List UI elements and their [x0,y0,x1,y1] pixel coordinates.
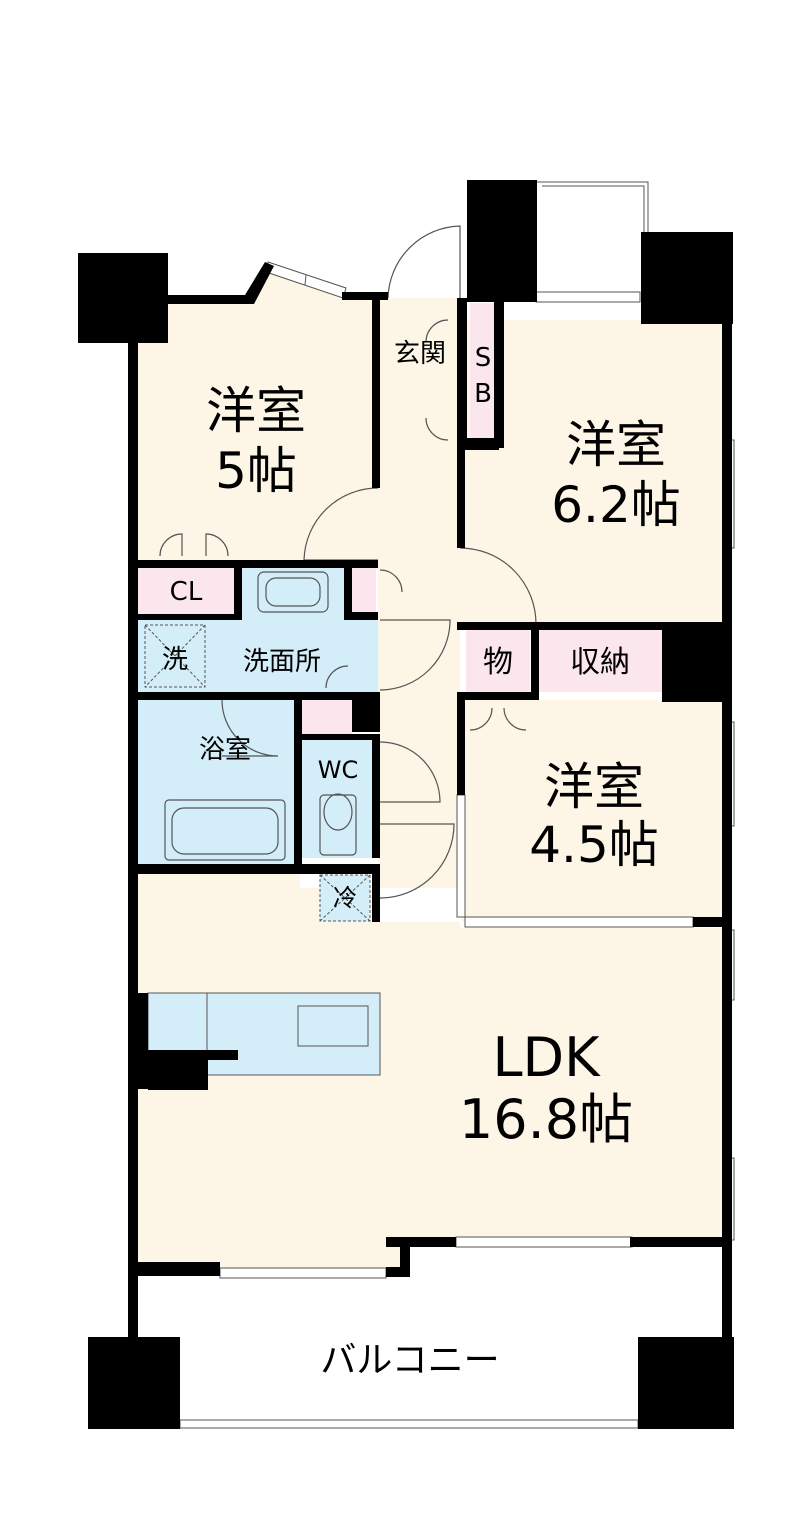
floor-shoe-box [470,303,496,445]
label-toilet: WC [318,756,359,784]
room-name-western-6-2: 洋室 [566,416,666,474]
pillar [638,1337,734,1429]
label-bathroom: 浴室 [199,735,251,765]
pillar [662,622,732,702]
room-size-western-6-2: 6.2帖 [551,476,681,534]
pillar [88,1337,180,1429]
floors [138,265,722,1270]
label-storage: 収納 [570,645,630,680]
toilet-fixture [319,794,357,856]
door-swing-wc [379,741,441,803]
label-closet: CL [170,577,203,607]
room-size-ldk: 16.8帖 [459,1088,633,1151]
floor-closet [138,568,236,614]
label-balcony: バルコニー [320,1340,499,1381]
label-storage-small: 物 [483,645,513,680]
floor-toilet-cabinet [302,700,352,734]
door-swing-bath [221,699,279,757]
floor-western-room-5 [138,265,378,565]
room-name-western-5: 洋室 [206,382,306,440]
fixtures [159,225,537,899]
floor-storage-shuno [538,628,662,692]
floor-bathroom [138,700,296,868]
pillar [641,232,733,324]
label-shoe-box-s: S [475,343,492,373]
label-washer: 洗 [162,645,188,675]
pillar [467,180,537,302]
door-swing-ldk [379,823,455,899]
door-swing-washroom [379,619,451,691]
vanity-basin [257,571,329,613]
room-size-western-5: 5帖 [215,442,297,500]
room-name-western-4-5: 洋室 [544,758,644,816]
floor-vanity [240,565,345,623]
door-swing-room5 [303,487,379,561]
floor-corridor [378,298,460,888]
floor-storage-mono [466,628,530,692]
label-shoe-box-b: B [474,379,492,409]
floor-ldk [138,870,722,1270]
label-entrance: 玄関 [394,339,446,369]
floor-western-room-4-5 [462,700,722,922]
bathtub [164,799,286,861]
room-name-ldk: LDK [492,1026,601,1089]
door-swing-entrance [387,225,461,299]
kitchen-sink [297,1005,369,1047]
label-washroom: 洗面所 [243,647,321,677]
door-swing-room62 [459,547,537,625]
room-size-western-4-5: 4.5帖 [529,816,659,874]
floor-toilet [302,740,372,858]
labels: 洋室 5帖 洋室 6.2帖 洋室 4.5帖 LDK 16.8帖 玄関 S B C… [162,339,681,1381]
floor-small-storage [352,566,376,614]
label-fridge: 冷 [333,884,357,912]
walls [78,180,734,1429]
